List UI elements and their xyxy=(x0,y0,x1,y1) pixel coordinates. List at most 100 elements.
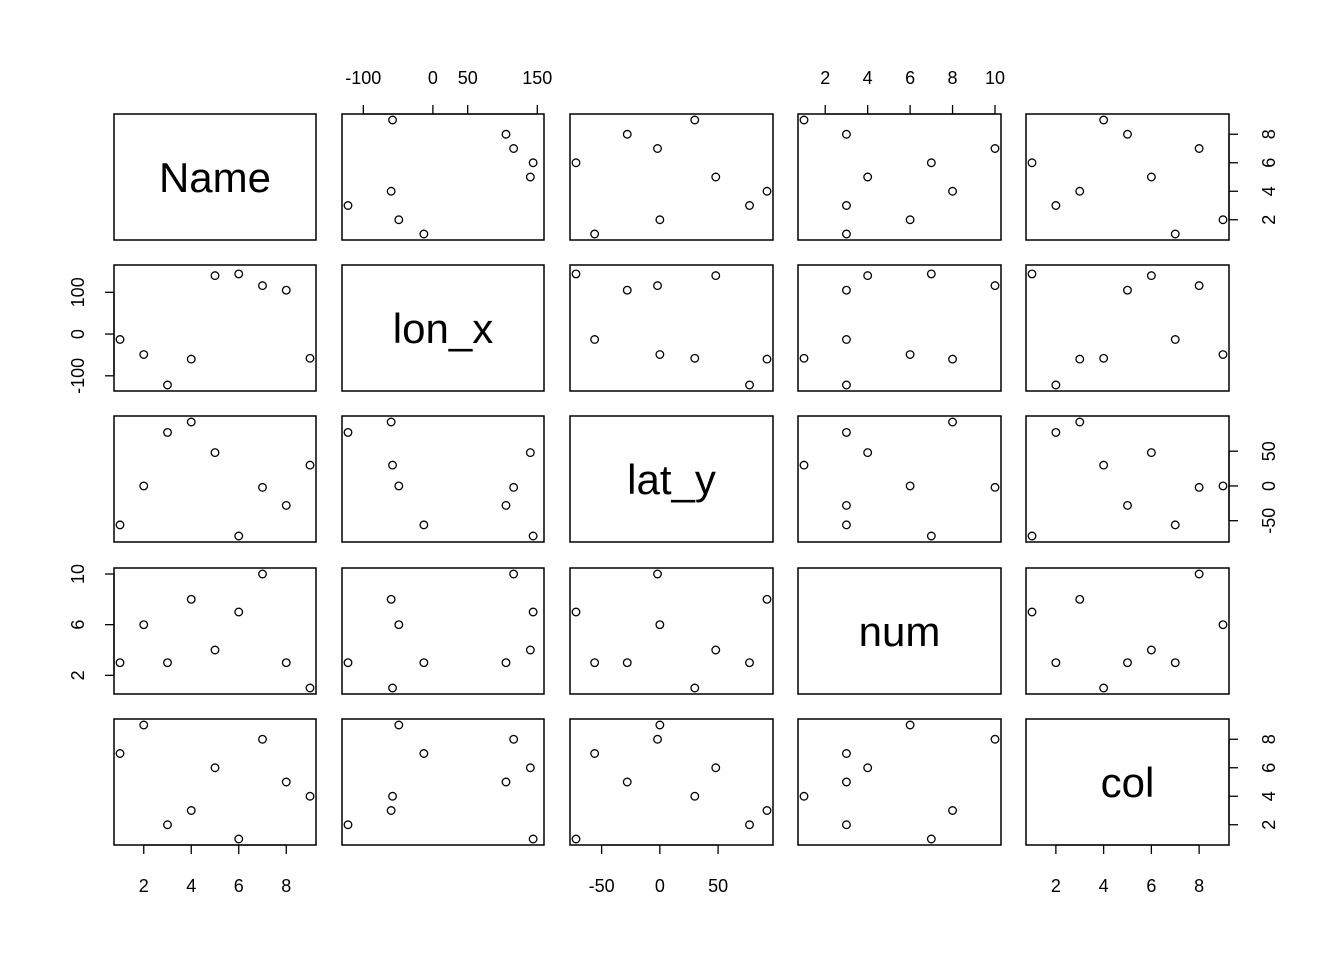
panel-frame-num-lon_x xyxy=(341,567,545,695)
point-Name-vs-num-7 xyxy=(990,144,1000,153)
point-num-vs-lat_y-9 xyxy=(690,683,700,693)
bottom-tick-label-lat_y: 50 xyxy=(708,876,728,896)
point-Name-vs-col-7 xyxy=(1194,144,1204,153)
point-lat_y-vs-col-2 xyxy=(1218,481,1228,491)
point-Name-vs-num-5 xyxy=(863,172,873,182)
panel-frame-lat_y-lat_y xyxy=(569,415,774,543)
point-lat_y-vs-col-5 xyxy=(1146,448,1156,458)
panel-frame-num-col xyxy=(1025,567,1230,695)
point-lat_y-vs-Name-9 xyxy=(305,460,315,470)
point-col-vs-Name-3 xyxy=(163,820,172,830)
point-Name-vs-num-8 xyxy=(841,129,851,139)
bottom-tick-label-lat_y: 0 xyxy=(655,876,665,896)
point-num-vs-Name-1 xyxy=(115,658,125,668)
bottom-tick-label-col: 2 xyxy=(1051,876,1061,896)
point-lon_x-vs-Name-3 xyxy=(163,380,172,390)
point-col-vs-num-4 xyxy=(948,806,958,815)
point-col-vs-num-8 xyxy=(841,777,851,787)
point-col-vs-num-5 xyxy=(863,763,873,773)
panel-frame-lon_x-col xyxy=(1025,264,1230,392)
point-col-vs-lon_x-9 xyxy=(388,791,397,801)
point-num-vs-lon_x-1 xyxy=(419,658,429,668)
diag-label-lon_x: lon_x xyxy=(393,305,493,352)
point-num-vs-lon_x-4 xyxy=(386,594,396,604)
point-Name-vs-lat_y-5 xyxy=(711,172,721,182)
point-Name-vs-col-9 xyxy=(1099,115,1109,125)
top-tick-label-num: 6 xyxy=(905,68,915,88)
point-lat_y-vs-num-8 xyxy=(841,500,851,510)
point-lon_x-vs-Name-8 xyxy=(281,285,291,295)
panel-frame-lat_y-lon_x xyxy=(341,415,545,543)
point-Name-vs-num-9 xyxy=(799,115,809,125)
point-lon_x-vs-num-9 xyxy=(799,353,809,363)
left-tick-label-lon_x: -100 xyxy=(68,358,88,394)
top-tick-label-lon_x: -100 xyxy=(345,68,381,88)
bottom-tick-label-Name: 8 xyxy=(281,876,291,896)
point-num-vs-col-8 xyxy=(1123,658,1132,668)
diag-label-lat_y: lat_y xyxy=(627,456,716,503)
point-num-vs-col-9 xyxy=(1099,683,1109,693)
point-lon_x-vs-lat_y-2 xyxy=(655,350,665,359)
point-col-vs-Name-2 xyxy=(139,720,149,730)
right-tick-label-lat_y: -50 xyxy=(1259,508,1279,534)
point-num-vs-Name-6 xyxy=(234,607,244,617)
bottom-tick-label-lat_y: -50 xyxy=(589,876,615,896)
point-lat_y-vs-num-2 xyxy=(905,481,915,491)
point-col-vs-Name-6 xyxy=(234,834,244,844)
point-Name-vs-lat_y-4 xyxy=(762,186,772,196)
point-lon_x-vs-lat_y-3 xyxy=(745,380,754,390)
point-col-vs-num-2 xyxy=(905,720,915,730)
top-tick-label-lon_x: 150 xyxy=(522,68,552,88)
top-tick-label-lon_x: 50 xyxy=(458,68,478,88)
panel-frame-col-Name xyxy=(113,718,317,846)
point-Name-vs-num-1 xyxy=(841,229,851,239)
point-num-vs-lat_y-8 xyxy=(622,658,632,668)
point-lat_y-vs-lon_x-8 xyxy=(501,500,511,510)
right-tick-label-Name: 4 xyxy=(1259,186,1279,196)
point-col-vs-num-3 xyxy=(841,820,851,830)
point-Name-vs-col-1 xyxy=(1170,229,1180,239)
point-Name-vs-lat_y-6 xyxy=(571,158,581,168)
panel-frame-lat_y-Name xyxy=(113,415,317,543)
bottom-tick-label-col: 6 xyxy=(1146,876,1156,896)
point-lon_x-vs-col-5 xyxy=(1146,271,1156,281)
point-Name-vs-col-2 xyxy=(1218,215,1228,225)
point-lon_x-vs-col-8 xyxy=(1123,285,1132,295)
point-lat_y-vs-col-3 xyxy=(1051,427,1061,437)
left-tick-label-lon_x: 100 xyxy=(68,277,88,307)
point-col-vs-lon_x-8 xyxy=(501,777,511,787)
point-lon_x-vs-lat_y-9 xyxy=(690,353,700,363)
point-Name-vs-num-2 xyxy=(905,215,915,225)
point-lat_y-vs-lon_x-5 xyxy=(525,448,535,458)
diag-label-Name: Name xyxy=(159,154,271,201)
point-lon_x-vs-Name-6 xyxy=(234,269,244,279)
point-num-vs-lat_y-5 xyxy=(711,645,721,655)
point-col-vs-lon_x-5 xyxy=(525,763,535,773)
point-num-vs-Name-8 xyxy=(281,658,291,668)
panel-frame-lon_x-num xyxy=(797,264,1002,392)
point-num-vs-Name-5 xyxy=(210,645,220,655)
right-tick-label-col: 8 xyxy=(1259,734,1279,744)
point-col-vs-num-1 xyxy=(841,749,851,758)
point-num-vs-Name-3 xyxy=(163,658,172,668)
point-lat_y-vs-col-6 xyxy=(1027,531,1037,541)
point-col-vs-lat_y-3 xyxy=(745,820,754,830)
panel-frame-num-Name xyxy=(113,567,317,695)
panel-frame-Name-lat_y xyxy=(569,113,774,241)
point-col-vs-lon_x-2 xyxy=(394,720,404,730)
panel-frame-col-lat_y xyxy=(569,718,774,846)
point-num-vs-col-5 xyxy=(1146,645,1156,655)
point-lon_x-vs-lat_y-7 xyxy=(653,281,662,291)
point-lat_y-vs-lon_x-1 xyxy=(419,520,429,530)
point-lon_x-vs-Name-5 xyxy=(210,271,220,281)
point-Name-vs-lat_y-1 xyxy=(590,229,600,239)
panel-frame-col-lon_x xyxy=(341,718,545,846)
point-lat_y-vs-num-7 xyxy=(990,482,1000,492)
point-lat_y-vs-lon_x-3 xyxy=(343,427,353,437)
panel-frame-lat_y-col xyxy=(1025,415,1230,543)
point-lon_x-vs-Name-9 xyxy=(305,353,315,363)
panel-frame-num-num xyxy=(797,567,1002,695)
top-tick-label-lon_x: 0 xyxy=(428,68,438,88)
point-num-vs-col-4 xyxy=(1075,594,1085,604)
panel-frame-col-num xyxy=(797,718,1002,846)
